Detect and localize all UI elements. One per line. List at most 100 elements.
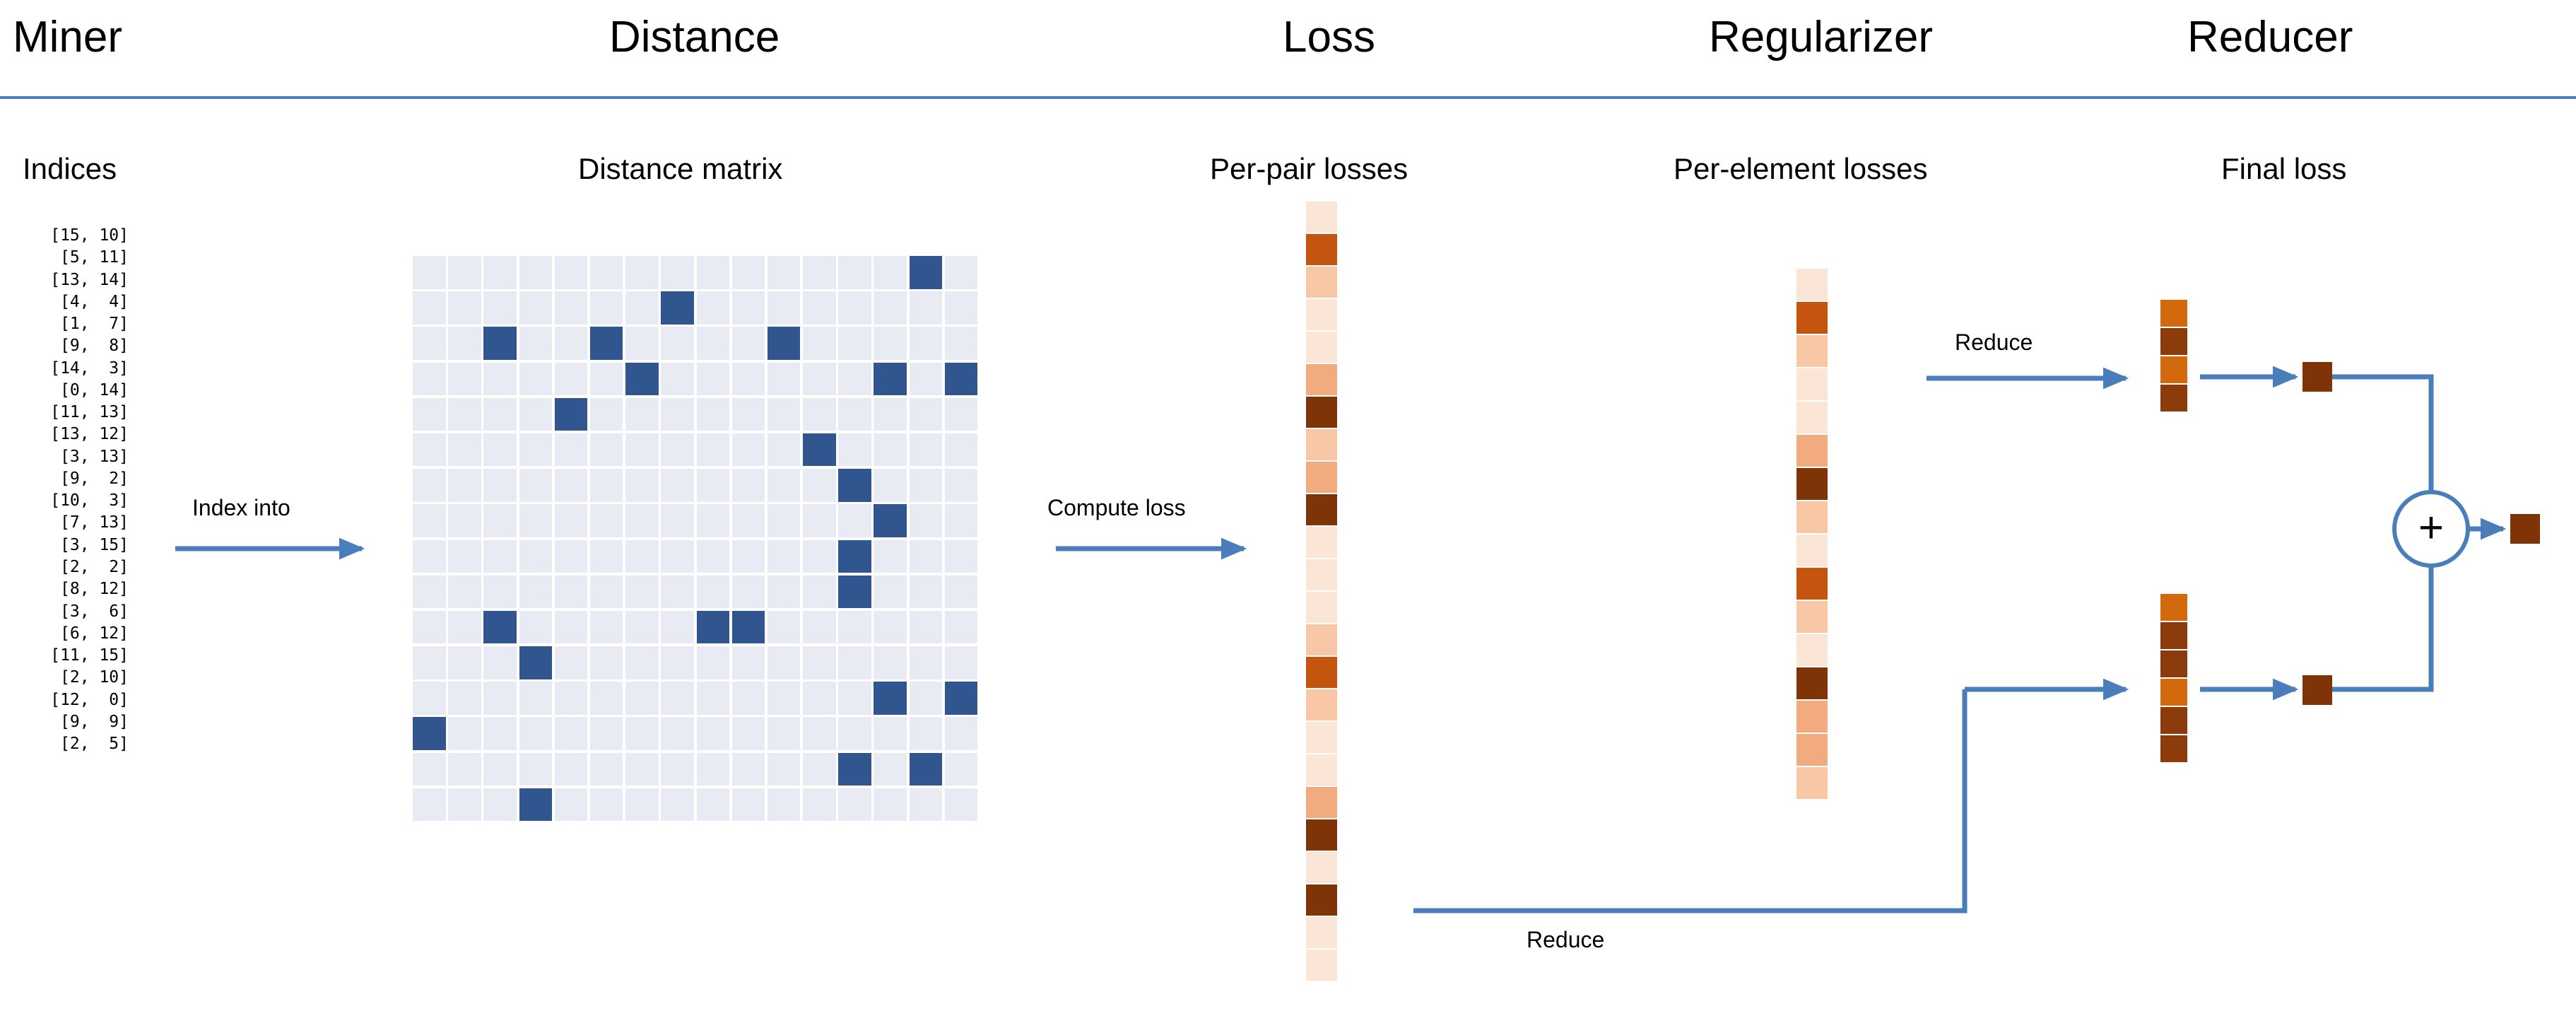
matrix-cell bbox=[909, 504, 943, 537]
matrix-cell bbox=[944, 256, 978, 289]
sum-node: + bbox=[2394, 491, 2468, 565]
matrix-cell bbox=[731, 327, 765, 360]
matrix-cell bbox=[448, 397, 481, 431]
matrix-cell bbox=[661, 256, 694, 289]
matrix-cell bbox=[589, 291, 623, 325]
matrix-cell bbox=[448, 788, 481, 822]
matrix-cell bbox=[448, 362, 481, 396]
matrix-cell bbox=[803, 327, 836, 360]
per-pair-loss-cell bbox=[1306, 754, 1337, 786]
matrix-cell bbox=[696, 469, 729, 502]
matrix-cell bbox=[803, 752, 836, 786]
per-pair-loss-cell bbox=[1306, 624, 1337, 655]
matrix-cell-active bbox=[483, 327, 517, 360]
matrix-cell bbox=[909, 646, 943, 679]
matrix-cell bbox=[696, 717, 729, 750]
matrix-cell bbox=[767, 539, 801, 573]
per-pair-loss-cell bbox=[1306, 689, 1337, 720]
index-pair-row: [12, 0] bbox=[50, 690, 129, 709]
matrix-cell bbox=[413, 291, 446, 325]
matrix-cell-active bbox=[696, 610, 729, 644]
stage-title-loss: Loss bbox=[1283, 13, 1375, 62]
matrix-cell bbox=[874, 752, 907, 786]
matrix-cell bbox=[803, 682, 836, 715]
matrix-cell bbox=[944, 469, 978, 502]
per-element-loss-cell bbox=[1796, 269, 1828, 300]
matrix-cell bbox=[519, 327, 553, 360]
matrix-cell bbox=[448, 752, 481, 786]
matrix-cell bbox=[731, 256, 765, 289]
matrix-cell bbox=[554, 291, 588, 325]
matrix-cell bbox=[767, 717, 801, 750]
matrix-cell bbox=[696, 682, 729, 715]
matrix-cell bbox=[803, 362, 836, 396]
matrix-cell bbox=[625, 256, 659, 289]
matrix-cell bbox=[838, 291, 871, 325]
matrix-cell bbox=[661, 362, 694, 396]
reduced-per-element-cell bbox=[2160, 679, 2187, 706]
matrix-cell bbox=[413, 682, 446, 715]
matrix-cell bbox=[625, 504, 659, 537]
matrix-cell-active bbox=[554, 397, 588, 431]
matrix-cell bbox=[448, 469, 481, 502]
matrix-cell bbox=[838, 682, 871, 715]
per-pair-loss-cell bbox=[1306, 884, 1337, 916]
per-pair-loss-cell bbox=[1306, 559, 1337, 590]
matrix-cell bbox=[803, 610, 836, 644]
index-pair-row: [6, 12] bbox=[50, 624, 129, 643]
matrix-cell bbox=[661, 610, 694, 644]
matrix-cell bbox=[448, 610, 481, 644]
matrix-cell bbox=[874, 469, 907, 502]
matrix-cell bbox=[554, 469, 588, 502]
per-element-loss-cell bbox=[1796, 435, 1828, 467]
matrix-cell-active bbox=[944, 682, 978, 715]
per-pair-loss-cell bbox=[1306, 332, 1337, 363]
per-pair-loss-cell bbox=[1306, 299, 1337, 330]
matrix-cell bbox=[519, 433, 553, 467]
index-pair-row: [2, 10] bbox=[50, 668, 129, 687]
matrix-cell bbox=[448, 433, 481, 467]
per-pair-loss-cell bbox=[1306, 462, 1337, 493]
matrix-cell bbox=[413, 575, 446, 609]
matrix-cell bbox=[731, 682, 765, 715]
matrix-cell-active bbox=[767, 327, 801, 360]
subtitle-distance-matrix: Distance matrix bbox=[578, 152, 783, 185]
index-pair-row: [10, 3] bbox=[50, 491, 129, 510]
per-pair-loss-cell bbox=[1306, 397, 1337, 428]
matrix-cell bbox=[448, 256, 481, 289]
stage-title-miner: Miner bbox=[13, 13, 123, 62]
subtitle-final-loss: Final loss bbox=[2221, 152, 2347, 185]
reduced-per-pair-cell bbox=[2160, 356, 2187, 383]
matrix-cell bbox=[483, 362, 517, 396]
per-element-loss-cell bbox=[1796, 767, 1828, 799]
matrix-cell bbox=[448, 682, 481, 715]
matrix-cell bbox=[909, 610, 943, 644]
matrix-cell-active bbox=[909, 752, 943, 786]
matrix-cell bbox=[661, 752, 694, 786]
matrix-cell bbox=[554, 327, 588, 360]
per-pair-loss-cell bbox=[1306, 592, 1337, 623]
matrix-cell-active bbox=[838, 539, 871, 573]
matrix-cell bbox=[413, 788, 446, 822]
matrix-cell bbox=[767, 610, 801, 644]
matrix-cell-active bbox=[519, 646, 553, 679]
per-element-loss-cell bbox=[1796, 601, 1828, 633]
matrix-cell bbox=[661, 539, 694, 573]
matrix-cell bbox=[448, 539, 481, 573]
matrix-cell-active bbox=[483, 610, 517, 644]
matrix-cell bbox=[696, 788, 729, 822]
matrix-cell bbox=[483, 752, 517, 786]
matrix-cell bbox=[731, 433, 765, 467]
matrix-cell bbox=[589, 433, 623, 467]
matrix-cell bbox=[589, 469, 623, 502]
matrix-cell bbox=[731, 539, 765, 573]
index-pair-row: [9, 2] bbox=[50, 469, 129, 488]
matrix-cell bbox=[803, 646, 836, 679]
per-element-loss-cell bbox=[1796, 667, 1828, 699]
arrow-reduce-bottom bbox=[1413, 689, 1968, 913]
reduced-per-pair-swatch bbox=[2302, 362, 2332, 392]
matrix-cell bbox=[483, 291, 517, 325]
per-element-loss-cell bbox=[1796, 701, 1828, 732]
matrix-cell bbox=[731, 788, 765, 822]
matrix-cell bbox=[696, 433, 729, 467]
